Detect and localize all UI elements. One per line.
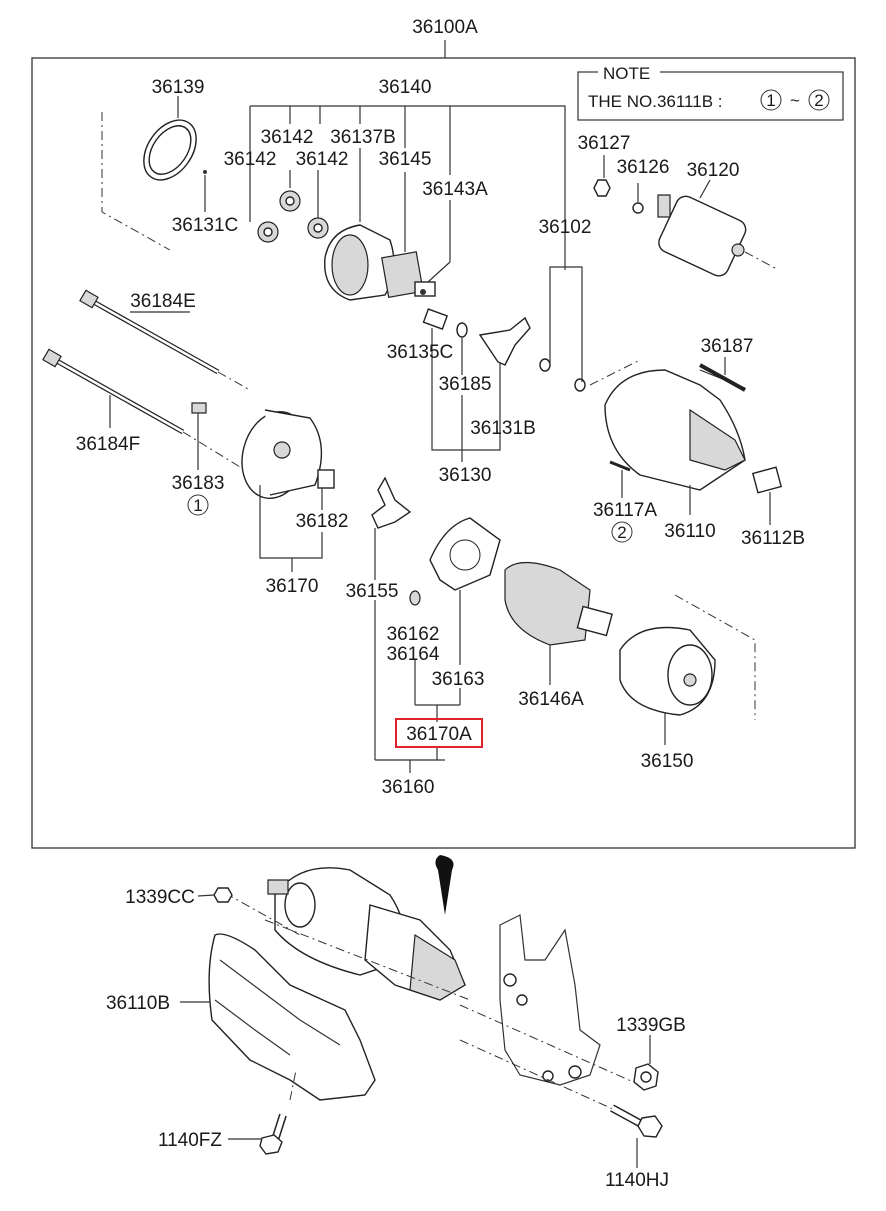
- label-36162: 36162: [387, 624, 440, 645]
- label-36150: 36150: [641, 751, 694, 772]
- label-1140FZ: 1140FZ: [158, 1130, 222, 1151]
- part-drive-assembly-36140: [324, 224, 436, 301]
- label-36140: 36140: [379, 77, 432, 98]
- part-through-bolts: [42, 289, 220, 435]
- label-36112B: 36112B: [741, 528, 805, 549]
- label-36126: 36126: [617, 157, 670, 178]
- engine-mounting-plate: [264, 914, 641, 1111]
- part-rear-cover-36170: [191, 402, 335, 500]
- assembly-title: 36100A: [412, 17, 478, 38]
- label-36117A: 36117A: [593, 500, 657, 521]
- assembly-frame: [31, 57, 856, 849]
- label-36155: 36155: [346, 581, 399, 602]
- label-36145: 36145: [379, 149, 432, 170]
- bolt-1140HJ: [610, 1104, 663, 1138]
- label-36170: 36170: [266, 576, 319, 597]
- label-36146A: 36146A: [518, 689, 584, 710]
- label-36170A: 36170A: [406, 724, 472, 745]
- heat-shield-36110B: [208, 933, 376, 1101]
- label-36185: 36185: [439, 374, 492, 395]
- label-36131C: 36131C: [172, 215, 239, 236]
- lower-leader-lines: [180, 894, 651, 1168]
- label-1339CC: 1339CC: [125, 887, 195, 908]
- label-36130: 36130: [439, 465, 492, 486]
- label-1140HJ: 1140HJ: [605, 1170, 669, 1191]
- label-36143A: 36143A: [422, 179, 488, 200]
- svg-text:2: 2: [617, 523, 626, 542]
- note-range-start: 1: [766, 91, 775, 110]
- label-36135C: 36135C: [387, 342, 454, 363]
- part-ring-36139: [101, 112, 207, 251]
- highlight-box-36170A: [395, 718, 483, 748]
- label-36164: 36164: [387, 644, 440, 665]
- label-36183: 36183: [172, 473, 225, 494]
- label-36142-a: 36142: [261, 127, 314, 148]
- part-yoke-36150: [619, 594, 756, 720]
- note-header: NOTE: [603, 64, 650, 83]
- leader-lines: [109, 96, 771, 773]
- marker-1: 1: [187, 494, 209, 516]
- lower-labels: 1339CC 36110B 1339GB 1140FZ 1140HJ: [106, 887, 686, 1191]
- label-36184F: 36184F: [76, 434, 140, 455]
- label-36187: 36187: [701, 336, 754, 357]
- note-range-end: 2: [814, 91, 823, 110]
- label-36139: 36139: [152, 77, 205, 98]
- label-36184E: 36184E: [130, 291, 196, 312]
- part-lever-36131B: [422, 308, 586, 392]
- label-36137B: 36137B: [330, 127, 396, 148]
- marker-2: 2: [611, 521, 633, 543]
- label-36142-b: 36142: [224, 149, 277, 170]
- label-36127: 36127: [578, 133, 631, 154]
- part-front-housing-36110: [589, 359, 783, 494]
- label-36182: 36182: [296, 511, 349, 532]
- label-36102: 36102: [539, 217, 592, 238]
- pointer-arrow: [435, 855, 454, 915]
- label-36110B: 36110B: [106, 993, 170, 1014]
- note-text: THE NO.36111B :: [588, 92, 722, 111]
- label-36163: 36163: [432, 669, 485, 690]
- part-brush-holder: [371, 476, 501, 606]
- note-box: NOTE THE NO.36111B : 1 ~ 2: [577, 62, 844, 121]
- part-labels: 36139 36131C 36140 36142 36137B 36142 36…: [76, 77, 805, 798]
- bolt-1339GB: [633, 1063, 659, 1091]
- part-armature-36146A: [504, 561, 613, 646]
- label-36110: 36110: [664, 521, 715, 542]
- part-planet-gears: [257, 190, 329, 243]
- label-36142-c: 36142: [296, 149, 349, 170]
- label-36160: 36160: [382, 777, 435, 798]
- label-36131B: 36131B: [470, 418, 536, 439]
- note-range-sep: ~: [790, 91, 800, 110]
- svg-text:1: 1: [193, 496, 202, 515]
- part-solenoid-36120: [593, 179, 776, 277]
- label-1339GB: 1339GB: [616, 1015, 686, 1036]
- label-36120: 36120: [687, 160, 740, 181]
- bolt-1140FZ: [259, 1069, 297, 1155]
